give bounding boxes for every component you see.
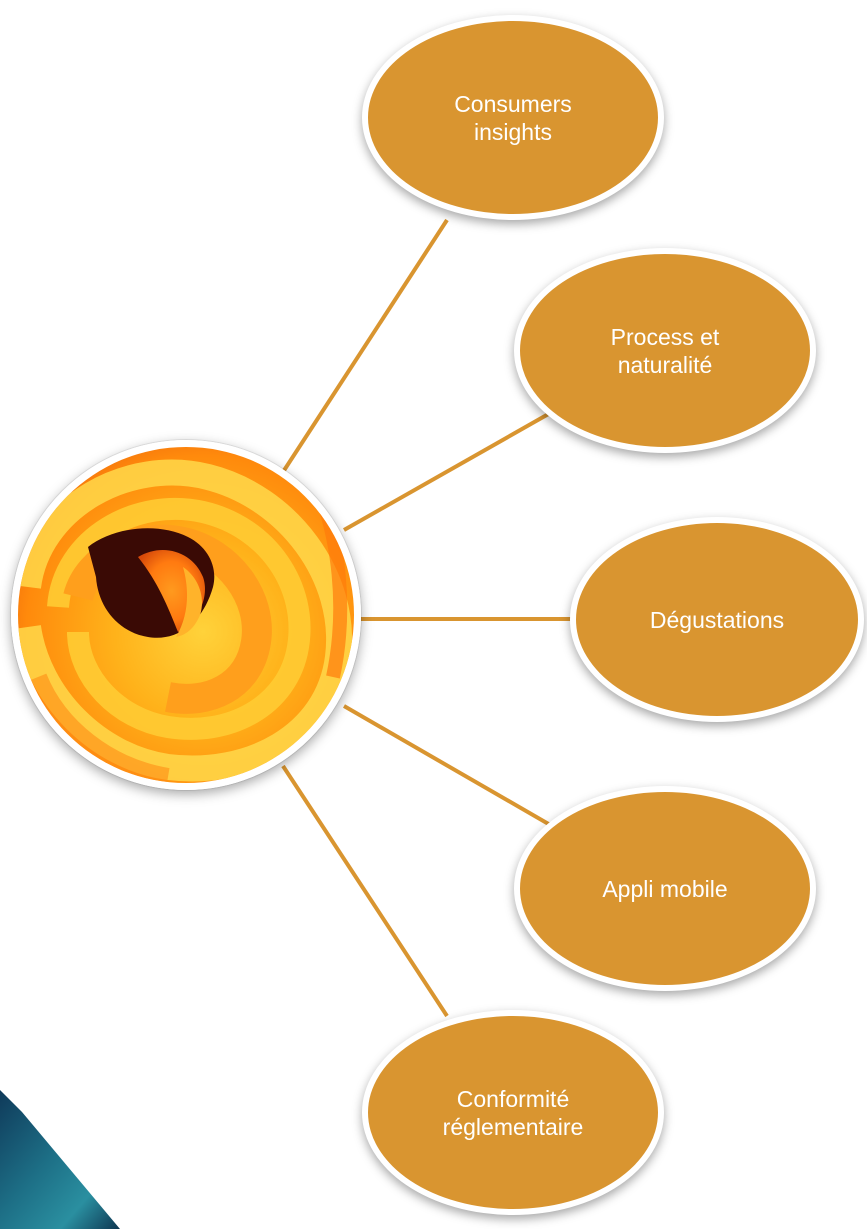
node-degustations: Dégustations	[570, 517, 864, 722]
node-conformite-reglementaire: Conformité réglementaire	[362, 1010, 664, 1215]
node-label: Appli mobile	[602, 875, 728, 902]
connector-appli-mobile	[343, 704, 553, 828]
node-label: Process et naturalité	[610, 323, 720, 378]
node-process-naturalite: Process et naturalité	[514, 248, 816, 453]
connector-consumers-insights	[281, 218, 449, 474]
node-label: Dégustations	[649, 606, 785, 633]
node-appli-mobile: Appli mobile	[514, 786, 816, 991]
corner-shape	[0, 1090, 120, 1229]
connector-process-naturalite	[343, 410, 553, 532]
connector-conformite	[281, 764, 449, 1018]
hub-orange-peel-image	[11, 440, 361, 790]
orange-peel-icon	[18, 447, 354, 783]
node-label: Consumers insights	[454, 90, 572, 145]
node-label: Conformité réglementaire	[442, 1085, 584, 1140]
node-consumers-insights: Consumers insights	[362, 15, 664, 220]
